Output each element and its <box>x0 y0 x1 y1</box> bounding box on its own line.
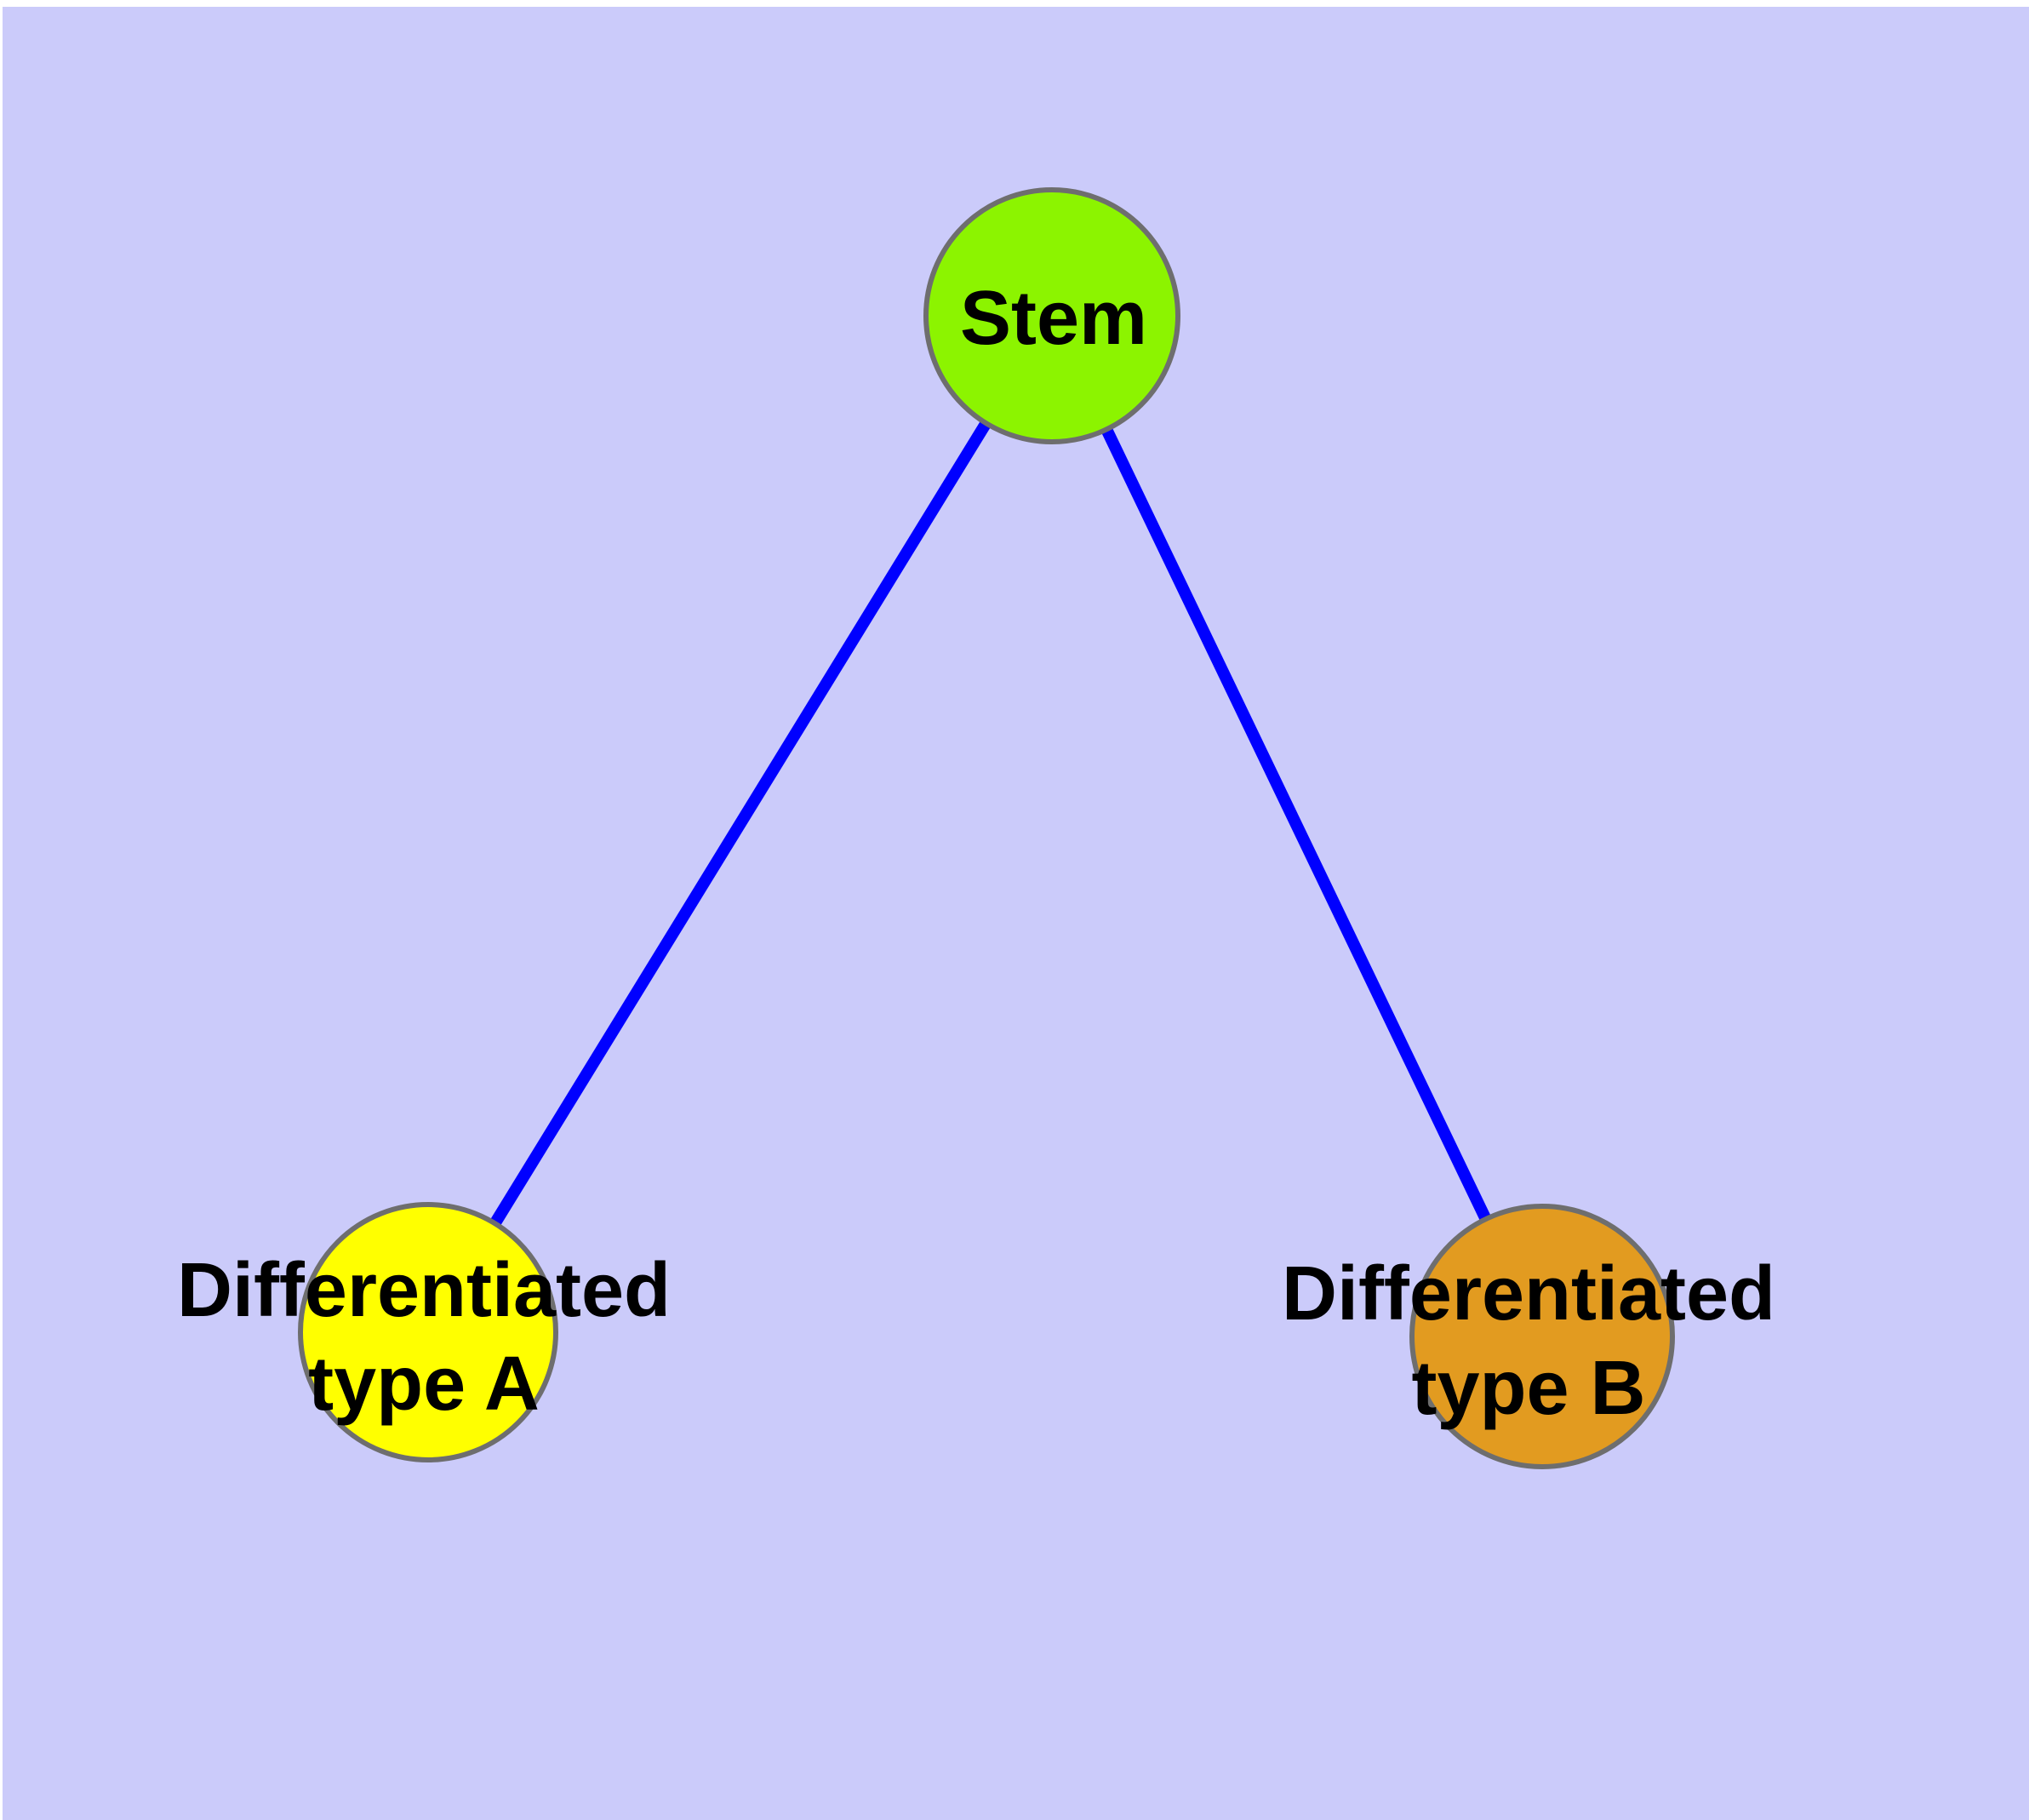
node-differentiated-type-a-label-line1: Differentiated <box>177 1248 671 1333</box>
node-stem <box>923 187 1180 444</box>
edge-stem-to-differentiated-type-a <box>423 312 1057 1336</box>
node-layer <box>298 187 1675 1469</box>
node-differentiated-type-a-label-line2: type A <box>308 1342 540 1427</box>
node-differentiated-type-b-label-line2: type B <box>1411 1346 1645 1431</box>
edge-stem-to-differentiated-type-b <box>1046 312 1548 1340</box>
edge-layer <box>423 312 1548 1340</box>
node-differentiated-type-a <box>298 1202 558 1462</box>
label-layer: Stem Differentiated type A Differentiate… <box>177 276 1775 1431</box>
node-differentiated-type-b-label-line1: Differentiated <box>1282 1251 1775 1336</box>
node-stem-label: Stem <box>960 276 1147 361</box>
node-differentiated-type-b <box>1409 1204 1675 1469</box>
